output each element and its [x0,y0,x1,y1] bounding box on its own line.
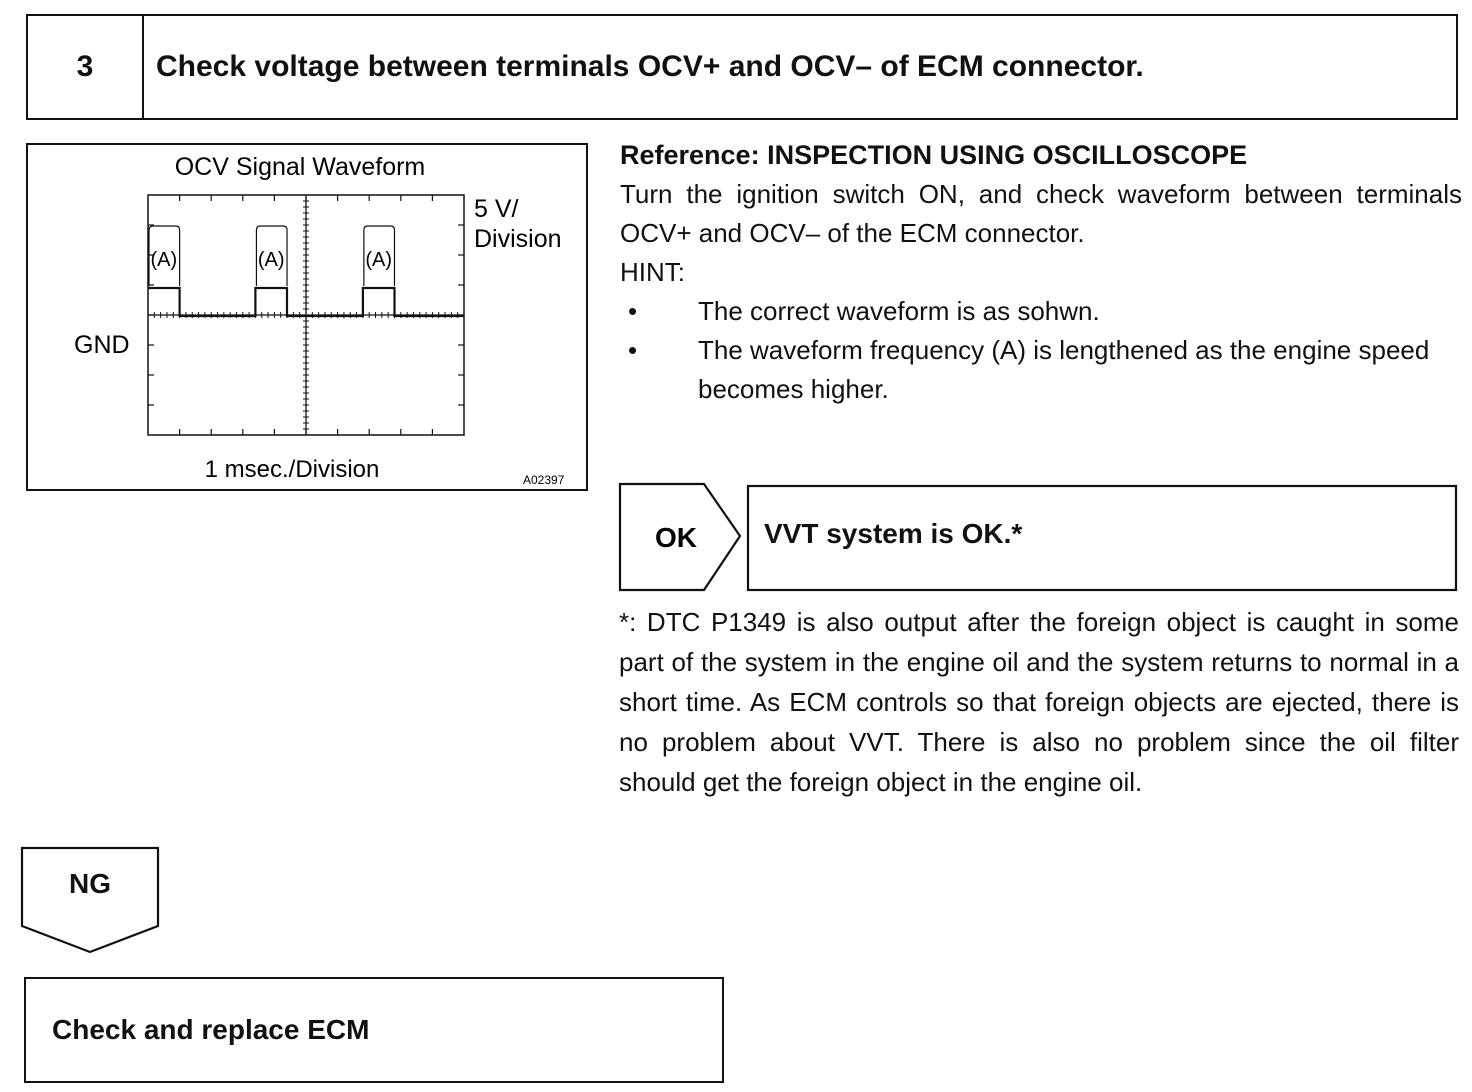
reference-heading: Reference: INSPECTION USING OSCILLOSCOPE [620,140,1248,170]
step-header: 3 Check voltage between terminals OCV+ a… [26,14,1458,120]
step-number: 3 [28,16,144,118]
hint-bullet-text: The waveform frequency (A) is lengthened… [698,335,1430,404]
ok-result-box [746,484,1458,592]
ok-result-text: VVT system is OK.* [764,518,1023,549]
time-div-label: 1 msec./Division [205,456,380,483]
hint-bullet: • The correct waveform is as sohwn. [620,292,1462,331]
ng-label: NG [69,868,111,899]
pulse-label: (A) [150,249,177,271]
ok-flow: OK [618,482,1458,592]
waveform-figure: OCV Signal Waveform 5 V/ Division GND 1 … [26,143,588,491]
volt-div-line2: Division [474,225,562,253]
pulse-bracket [255,225,288,286]
ng-action-box: Check and replace ECM [24,977,724,1083]
figure-id: A02397 [523,473,565,487]
pulse-label: (A) [365,249,392,271]
footnote: *: DTC P1349 is also output after the fo… [619,607,1459,797]
gnd-label: GND [74,331,130,359]
hint-label: HINT: [620,257,685,287]
waveform-chart: OCV Signal Waveform 5 V/ Division GND 1 … [74,153,565,487]
ok-arrow-icon [618,482,742,592]
pulse-label: (A) [258,249,285,271]
pulse-bracket [148,225,181,286]
volt-div-line1: 5 V/ [474,195,519,223]
pulse-bracket [363,225,396,286]
step-title: Check voltage between terminals OCV+ and… [156,50,1144,83]
figure-title: OCV Signal Waveform [175,153,426,181]
ng-arrow-icon [20,846,160,954]
bullet-dot-icon: • [628,335,638,365]
reference-paragraph: Turn the ignition switch ON, and check w… [620,179,1462,248]
ng-action-text: Check and replace ECM [52,1014,370,1045]
ok-label: OK [655,522,697,553]
hint-bullet: • The waveform frequency (A) is lengthen… [620,331,1462,409]
waveform-trace [148,286,464,318]
bullet-dot-icon: • [628,296,638,326]
hint-bullet-text: The correct waveform is as sohwn. [698,296,1100,326]
reference-section: Reference: INSPECTION USING OSCILLOSCOPE… [620,136,1462,409]
scope-area: (A) (A) (A) [147,194,465,436]
